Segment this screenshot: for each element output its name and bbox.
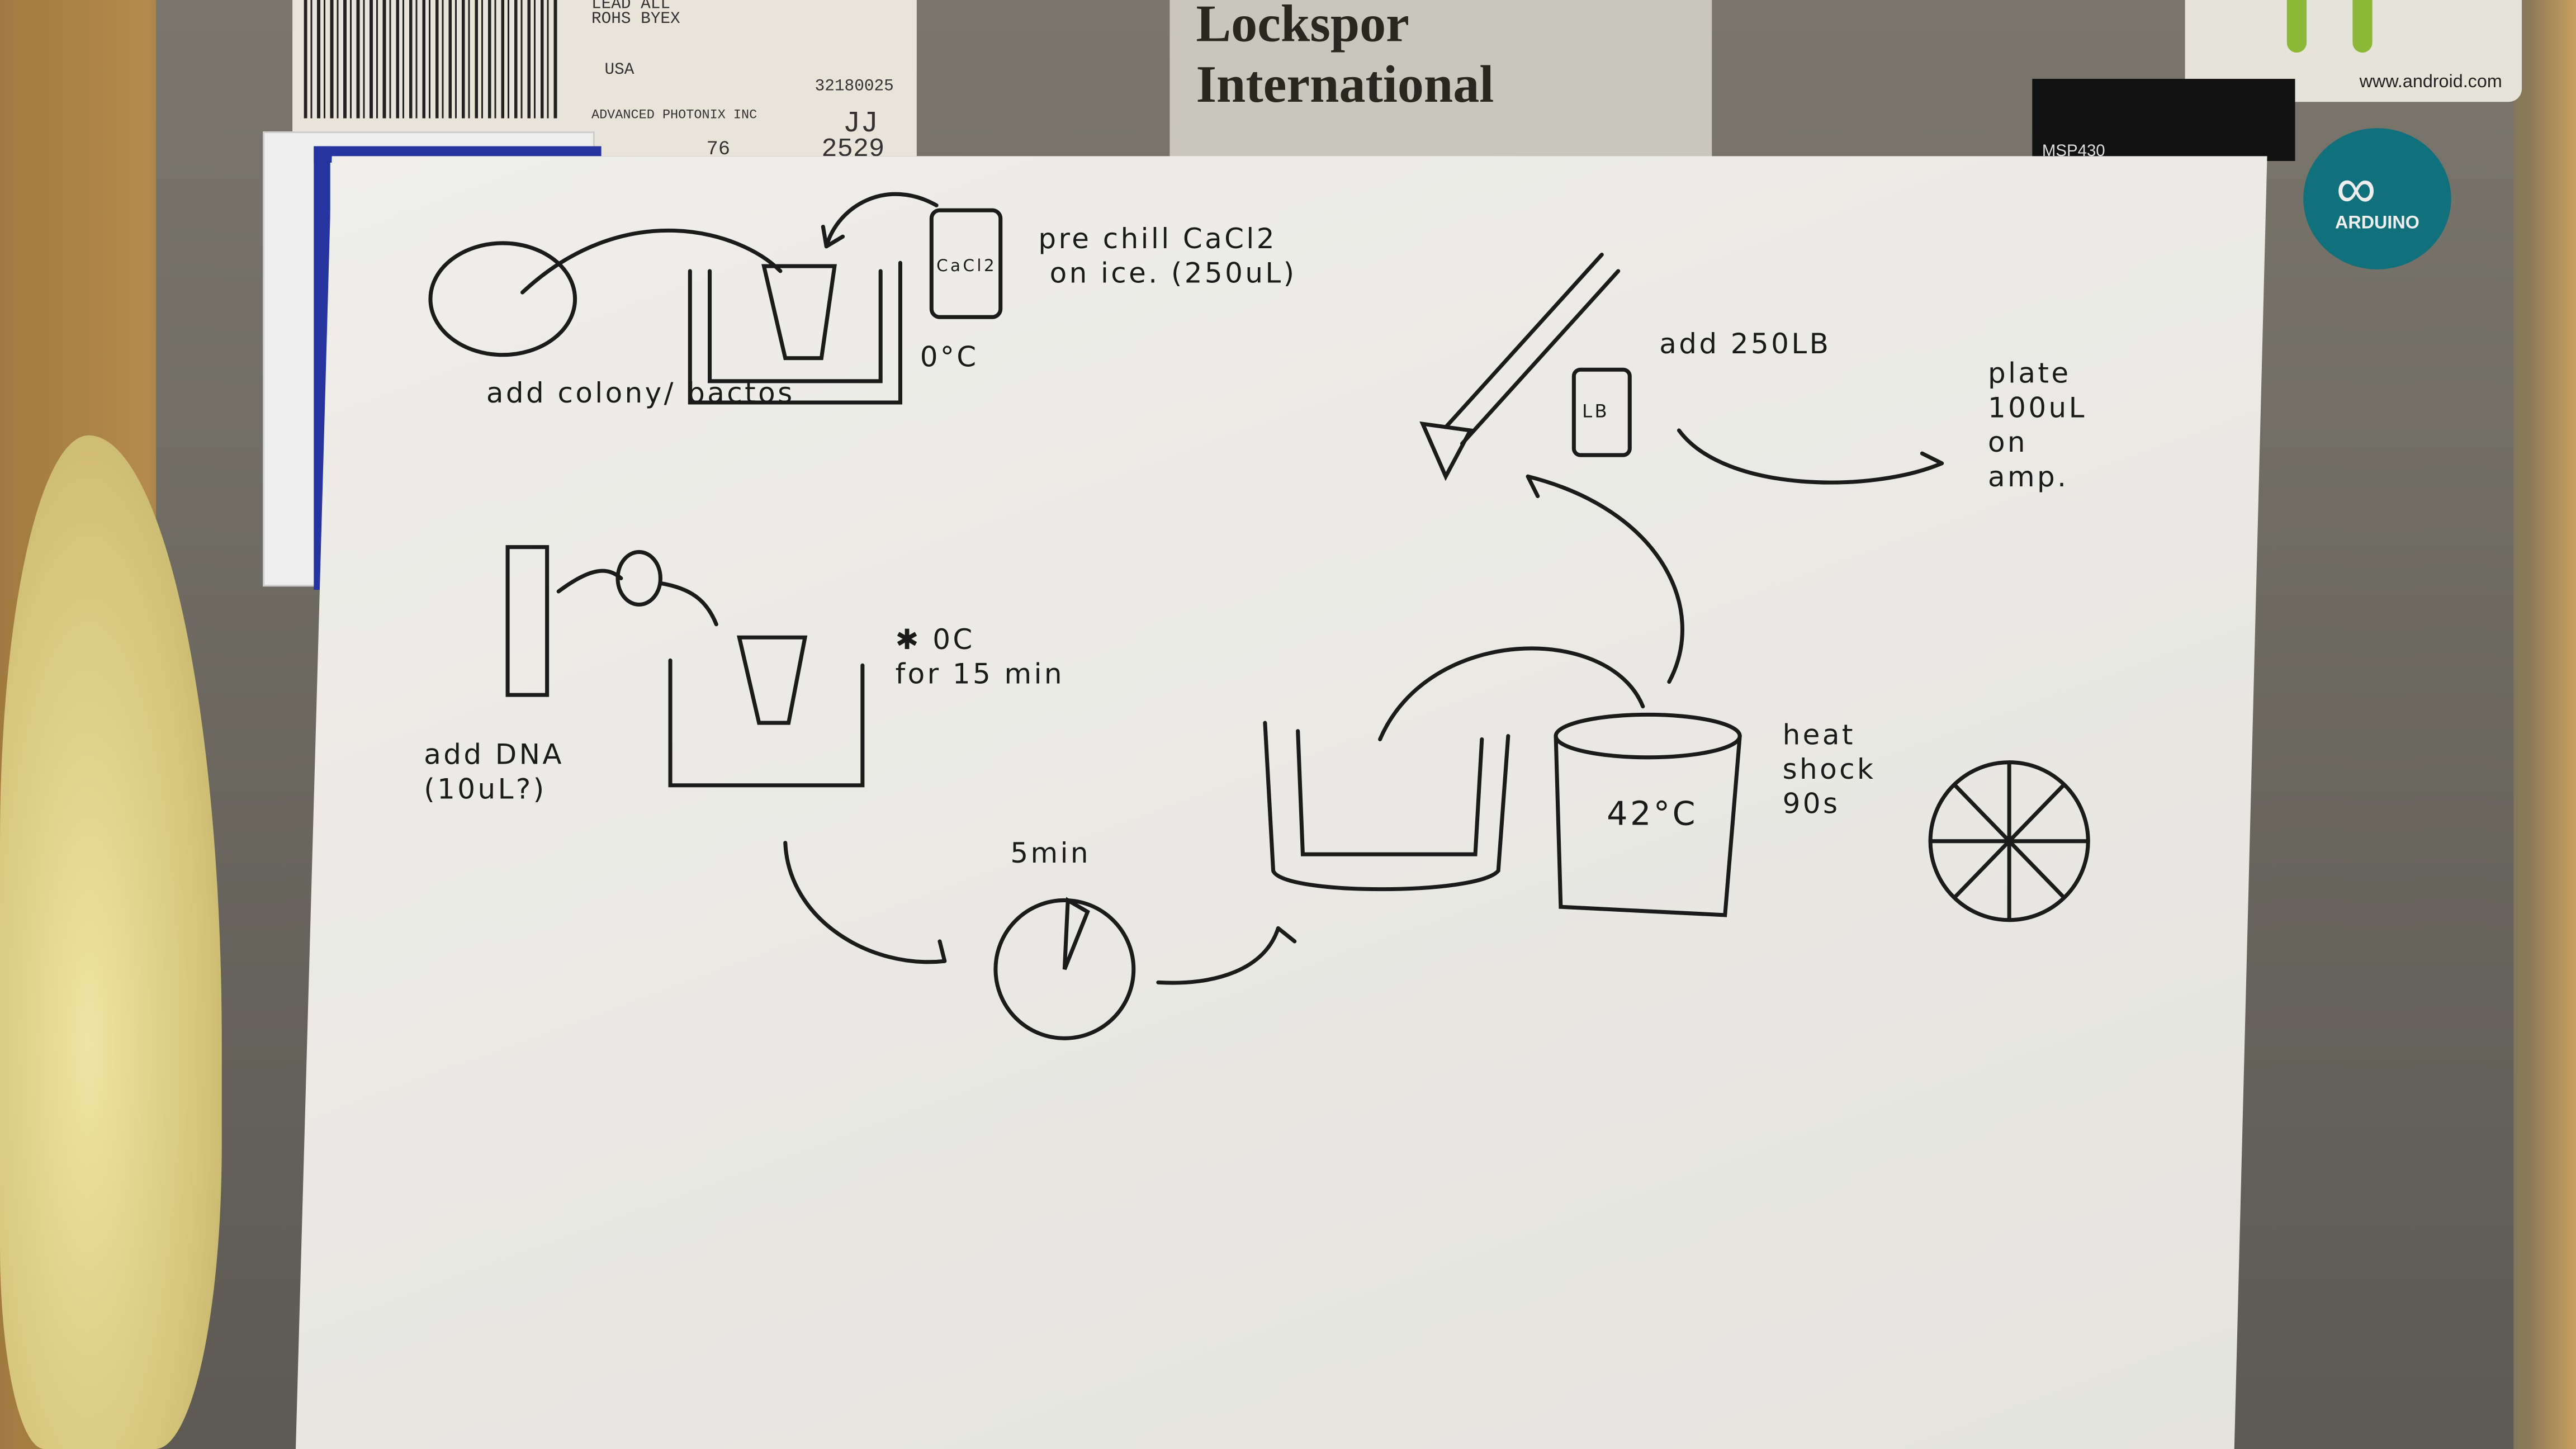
locksport-sticker: Lockspor International bbox=[1169, 0, 1712, 158]
arrow bbox=[821, 192, 939, 249]
clock-hand bbox=[1062, 897, 1090, 970]
droplet bbox=[615, 550, 662, 607]
infinity-icon: ∞ bbox=[2336, 158, 2376, 220]
locksport-text: Lockspor International bbox=[1196, 0, 1494, 113]
water-bath bbox=[1554, 734, 1742, 917]
note-add-lb: add 250LB bbox=[1659, 328, 1831, 362]
label-text: JJ bbox=[842, 108, 879, 141]
label-text: USA bbox=[604, 62, 634, 81]
ice-bucket bbox=[688, 261, 902, 405]
android-text: www.android.com bbox=[2359, 72, 2502, 92]
label-text: ADVANCED PHOTONIX INC bbox=[591, 108, 757, 124]
tube bbox=[761, 264, 837, 361]
bottle-label-lb: LB bbox=[1582, 401, 1610, 423]
arrow bbox=[1677, 428, 1944, 485]
pipette bbox=[1443, 252, 1621, 446]
note-plate: plate 100uL on amp. bbox=[1987, 358, 2087, 495]
arduino-sticker: ∞ARDUINO bbox=[2303, 128, 2451, 269]
arrow bbox=[783, 841, 947, 964]
note-5min: 5min bbox=[1010, 837, 1091, 871]
note-add-colony: add colony/ bactos bbox=[486, 377, 795, 411]
note-0c: 0°C bbox=[920, 342, 979, 375]
ice-bucket bbox=[668, 658, 865, 788]
note-42c: 42°C bbox=[1607, 793, 1698, 833]
lb-bottle bbox=[1571, 367, 1632, 457]
tube bbox=[737, 635, 808, 725]
label-text: LEAD ALL bbox=[591, 0, 671, 15]
empty-bath bbox=[1263, 721, 1510, 892]
bottle-label-cacl2: CaCl2 bbox=[936, 258, 997, 276]
android-sticker: www.android.com bbox=[2185, 0, 2522, 102]
clock-hand bbox=[1928, 760, 2090, 922]
note-15min: ✱ 0C for 15 min bbox=[895, 624, 1064, 692]
label-text: 32180025 bbox=[815, 79, 894, 97]
dna-tube bbox=[505, 545, 550, 697]
petri-dish bbox=[428, 241, 577, 357]
arrow bbox=[520, 229, 783, 295]
note-heat-shock: heat shock 90s bbox=[1782, 719, 1876, 822]
clock bbox=[993, 898, 1136, 1040]
cacl2-bottle bbox=[929, 208, 1003, 319]
arrow bbox=[1526, 474, 1684, 684]
android-logo bbox=[2286, 0, 2307, 53]
msp430-sticker: MSP430 bbox=[2032, 79, 2295, 162]
pipette-tip bbox=[1419, 421, 1474, 481]
label-text: ROHS BYEX bbox=[591, 11, 680, 30]
note-add-dna: add DNA (10uL?) bbox=[424, 739, 565, 807]
arrow bbox=[1156, 926, 1297, 985]
barcode bbox=[304, 0, 559, 119]
arrow bbox=[1378, 646, 1645, 741]
arrow bbox=[556, 569, 718, 627]
note-prechill: pre chill CaCl2 on ice. (250uL) bbox=[1038, 223, 1297, 291]
water-bath-top bbox=[1554, 712, 1742, 760]
arduino-text: ARDUINO bbox=[2334, 214, 2419, 234]
